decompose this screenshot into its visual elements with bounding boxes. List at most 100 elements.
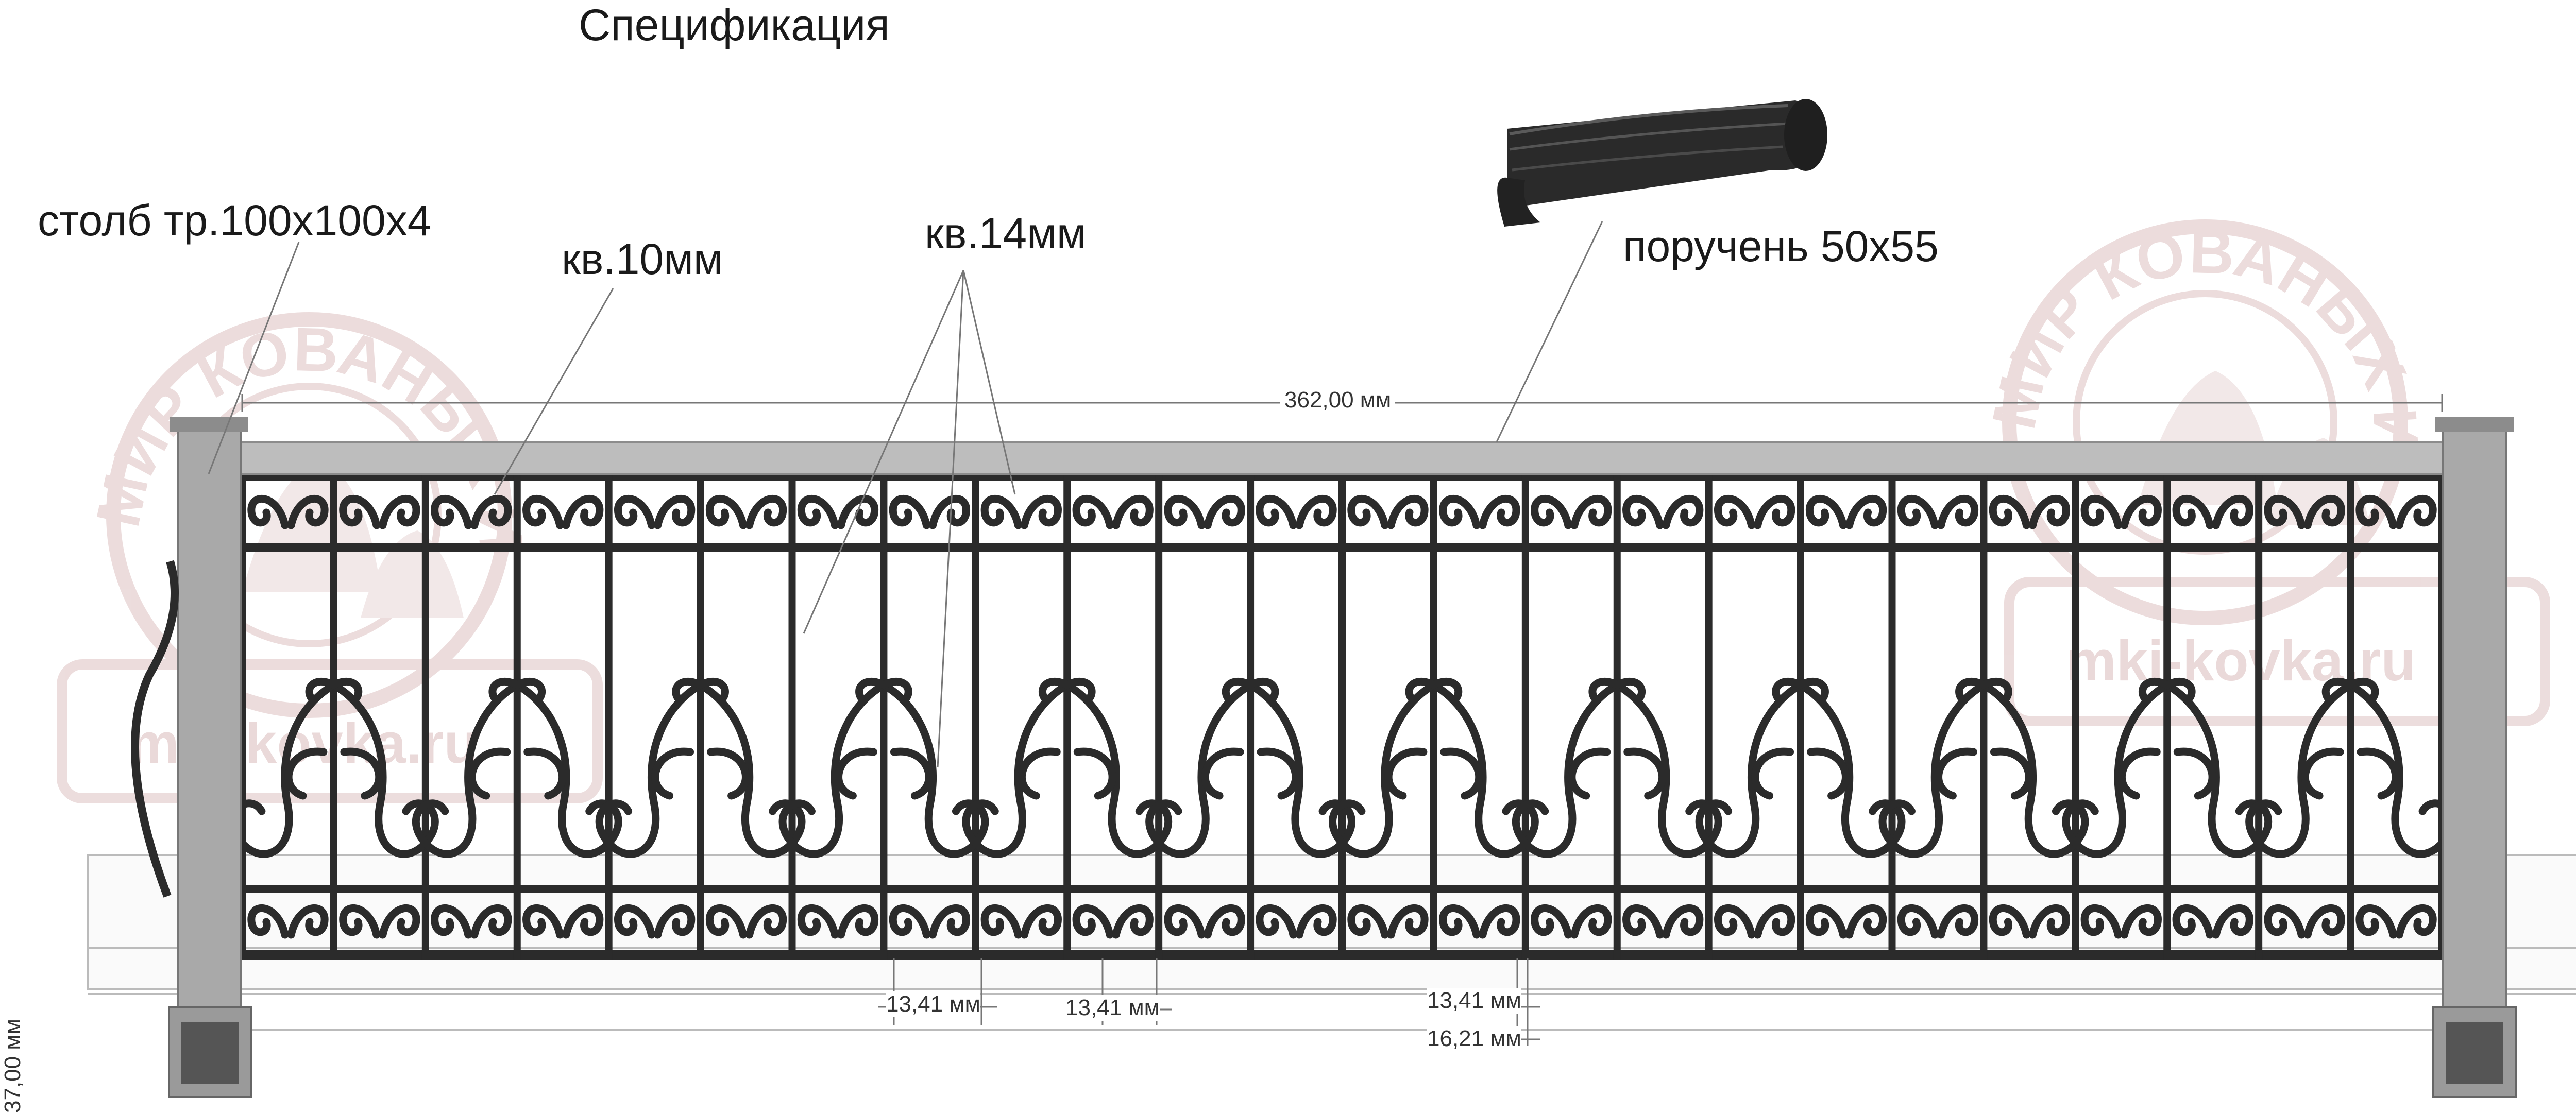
ornament-inner-left (2301, 747, 2344, 800)
scroll-small-right (837, 904, 879, 939)
scroll-small-left (1897, 495, 1939, 529)
scroll-small-left (2355, 904, 2397, 939)
scroll-small-right (287, 495, 329, 529)
ornament-inner-right (890, 747, 933, 800)
scroll-small-left (2172, 904, 2214, 939)
dimension-gap-3: 13,41 мм (1427, 988, 1521, 1014)
ornament-crest (672, 678, 729, 705)
handrail-profile-image (1497, 99, 1827, 227)
scroll-small-right (654, 495, 696, 529)
baluster (2163, 474, 2171, 960)
baluster (605, 474, 613, 960)
ornament-large-left (412, 681, 521, 858)
scroll-small-right (1204, 495, 1245, 529)
scroll-small-left (2264, 495, 2306, 529)
scroll-small-right (2120, 495, 2162, 529)
scroll-small-left (339, 495, 381, 529)
scroll-small-right (379, 904, 420, 939)
ornament-inner-right (1257, 747, 1300, 800)
scroll-small-left (1622, 904, 1664, 939)
scroll-small-right (1295, 904, 1337, 939)
scroll-small-left (1531, 495, 1572, 529)
scroll-small-right (379, 495, 420, 529)
ornament-large-right (1979, 681, 2089, 858)
scroll-small-left (705, 495, 748, 529)
scroll-small-right (2212, 904, 2253, 939)
leader-lines (208, 221, 1603, 768)
ornament-crest (855, 678, 912, 705)
scroll-small-right (562, 904, 604, 939)
baluster (1155, 474, 1163, 960)
baluster (1613, 474, 1621, 960)
ornament-large-left (1878, 681, 1988, 858)
scroll-small-right (1845, 904, 1887, 939)
scroll-small-right (1387, 904, 1429, 939)
ornament-inner-left (284, 747, 328, 800)
scroll-small-left (1989, 495, 2030, 529)
scroll-small-right (1020, 904, 1062, 939)
ornament-large-left (1512, 681, 1621, 858)
baluster (697, 474, 704, 960)
scroll-small-left (2172, 495, 2214, 529)
scroll-small-right (2303, 495, 2345, 529)
ornament-large-left (2062, 681, 2171, 858)
scroll-small-left (1347, 904, 1389, 939)
ornament-large-left (778, 681, 888, 858)
baluster (880, 474, 888, 960)
ornament-crest (1588, 678, 1646, 705)
scroll-small-left (431, 904, 472, 939)
scroll-small-right (2395, 904, 2437, 939)
ornament-inner-left (468, 747, 511, 800)
scroll-small-left (522, 495, 564, 529)
ornament-large-left (1329, 681, 1438, 858)
ornament-large-right (1063, 681, 1173, 858)
scroll-small-left (522, 904, 564, 939)
scroll-small-left (980, 495, 1022, 529)
scroll-small-right (745, 495, 787, 529)
ornament-inner-right (1807, 747, 1850, 800)
page-title: Спецификация (579, 1, 890, 50)
scroll-small-left (247, 495, 289, 529)
scroll-small-left (1622, 495, 1664, 529)
ornament-crest (1772, 678, 1829, 705)
scroll-small-right (2212, 495, 2253, 529)
ornament-crest (488, 678, 546, 705)
baluster (1980, 474, 1988, 960)
scroll-small-right (1937, 904, 1979, 939)
ornament-inner-left (651, 747, 694, 800)
side-profile-curve (131, 560, 179, 898)
scroll-small-left (1531, 904, 1572, 939)
scroll-small-left (431, 495, 472, 529)
label-bar-14mm: кв.14мм (925, 209, 1087, 258)
scroll-small-left (614, 495, 656, 529)
scroll-small-left (1256, 495, 1297, 529)
scroll-small-right (837, 495, 879, 529)
scroll-small-right (2028, 904, 2070, 939)
baluster (330, 474, 337, 960)
ornament-crest (1405, 678, 1463, 705)
baluster (1430, 474, 1437, 960)
scroll-small-left (1439, 495, 1481, 529)
scroll-small-left (1072, 904, 1114, 939)
baluster (1888, 474, 1896, 960)
scroll-small-right (562, 495, 604, 529)
baluster (513, 474, 521, 960)
scroll-small-left (2355, 495, 2397, 529)
scroll-small-right (1295, 495, 1337, 529)
ornament-inner-left (1568, 747, 1611, 800)
scroll-small-left (1072, 495, 1114, 529)
scroll-small-right (1754, 495, 1795, 529)
baluster (788, 474, 796, 960)
scroll-small-right (1662, 904, 1704, 939)
scroll-small-right (1020, 495, 1062, 529)
scroll-small-right (470, 495, 512, 529)
ornament-inner-left (2118, 747, 2161, 800)
ornament-crest (305, 678, 363, 705)
ornament-inner-right (523, 747, 566, 800)
scroll-small-right (2395, 495, 2437, 529)
ornament-inner-right (2173, 747, 2216, 800)
scroll-small-right (1112, 495, 1154, 529)
ornament-inner-left (1384, 747, 1428, 800)
ornament-large-left (2245, 681, 2354, 858)
